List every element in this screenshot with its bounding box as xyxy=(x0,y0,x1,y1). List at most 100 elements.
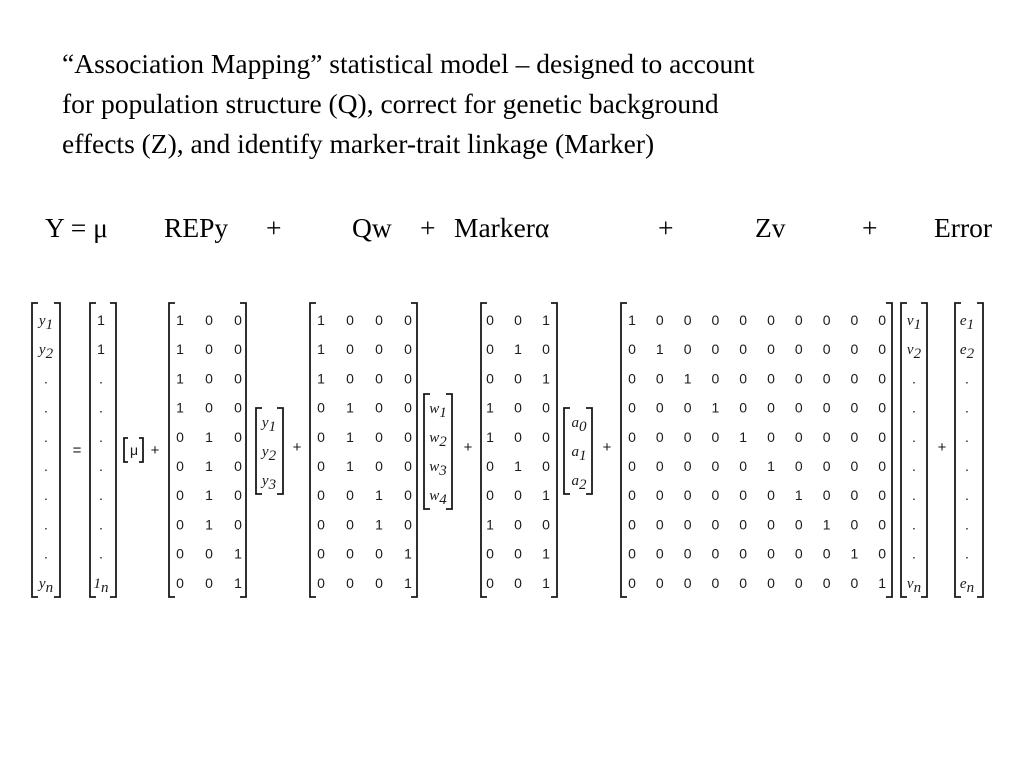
z-matrix-cell: 0 xyxy=(823,400,831,416)
y-vector-entry: y2 xyxy=(37,342,54,362)
z-matrix-right-bracket xyxy=(886,302,893,598)
marker-matrix-cell: 1 xyxy=(542,487,550,503)
z-matrix-cell: 0 xyxy=(656,400,664,416)
label-plus-3: + xyxy=(658,212,674,243)
z-matrix-cell: 0 xyxy=(628,341,636,357)
z-matrix-cell: 0 xyxy=(851,458,859,474)
z-matrix-cell: 0 xyxy=(684,429,692,445)
z-matrix-cell: 0 xyxy=(823,546,831,562)
q-matrix-cell: 0 xyxy=(404,341,412,357)
ones-vector-entry: . xyxy=(99,458,103,474)
z-matrix-cell: 0 xyxy=(851,312,859,328)
q-matrix-cell: 1 xyxy=(317,312,325,328)
ones-vector-left-bracket xyxy=(89,302,96,598)
z-matrix-cell: 0 xyxy=(628,370,636,386)
y-vector-entry: . xyxy=(44,429,48,445)
z-matrix-cell: 0 xyxy=(656,458,664,474)
z-matrix-cell: 0 xyxy=(684,575,692,591)
z-matrix-cell: 1 xyxy=(851,546,859,562)
z-matrix-cell: 0 xyxy=(712,516,720,532)
q-matrix-cell: 1 xyxy=(317,370,325,386)
z-matrix-cell: 0 xyxy=(628,546,636,562)
rep-y-vector-left-bracket xyxy=(255,407,262,495)
marker-matrix-cell: 1 xyxy=(542,546,550,562)
rep-matrix-cell: 0 xyxy=(234,312,242,328)
rep-y-vector-entry: y1 xyxy=(260,415,276,435)
z-matrix-cell: 0 xyxy=(823,370,831,386)
q-matrix-cell: 0 xyxy=(346,575,354,591)
z-matrix-cell: 0 xyxy=(656,370,664,386)
y-vector-entry: . xyxy=(44,487,48,503)
q-matrix-cell: 1 xyxy=(404,575,412,591)
error-vector-entry: . xyxy=(965,458,969,474)
y-vector-entry: . xyxy=(44,370,48,386)
rep-matrix-cell: 1 xyxy=(176,341,184,357)
error-vector-entry: e1 xyxy=(960,313,974,333)
z-matrix-cell: 0 xyxy=(851,400,859,416)
q-matrix-cell: 0 xyxy=(404,370,412,386)
z-matrix-cell: 1 xyxy=(684,370,692,386)
q-matrix-right-bracket xyxy=(411,302,418,598)
ones-vector-entry: 1n xyxy=(94,576,109,596)
y-vector-entry: yn xyxy=(37,576,53,596)
rep-matrix-cell: 0 xyxy=(176,516,184,532)
mu-symbol: μ xyxy=(130,442,138,458)
z-matrix-cell: 0 xyxy=(739,516,747,532)
z-matrix-cell: 0 xyxy=(878,546,886,562)
z-matrix-cell: 0 xyxy=(878,516,886,532)
z-matrix-cell: 0 xyxy=(712,487,720,503)
ones-vector-entry: . xyxy=(99,546,103,562)
w-vector-entry: w3 xyxy=(429,459,447,479)
error-vector-entry: en xyxy=(960,576,974,596)
rep-matrix-cell: 0 xyxy=(205,312,213,328)
z-matrix-cell: 0 xyxy=(684,487,692,503)
y-vector-left-bracket xyxy=(31,302,38,598)
w-vector-entry: w2 xyxy=(429,430,447,450)
z-matrix-cell: 0 xyxy=(739,312,747,328)
error-vector-entry: . xyxy=(965,516,969,532)
q-matrix-cell: 0 xyxy=(346,546,354,562)
label-qw: Qw xyxy=(352,212,392,243)
z-matrix-cell: 0 xyxy=(851,370,859,386)
intro-line-3: effects (Z), and identify marker-trait l… xyxy=(62,128,655,159)
z-matrix-cell: 0 xyxy=(656,575,664,591)
marker-matrix-cell: 1 xyxy=(542,370,550,386)
z-matrix-cell: 0 xyxy=(767,312,775,328)
z-matrix-cell: 0 xyxy=(795,516,803,532)
q-matrix-cell: 1 xyxy=(404,546,412,562)
rep-matrix-cell: 0 xyxy=(176,429,184,445)
ones-vector-entry: . xyxy=(99,429,103,445)
z-matrix-cell: 0 xyxy=(795,546,803,562)
z-matrix-cell: 1 xyxy=(823,516,831,532)
marker-matrix-cell: 0 xyxy=(514,546,522,562)
error-vector-left-bracket xyxy=(954,302,961,598)
q-matrix-cell: 0 xyxy=(404,458,412,474)
rep-y-vector-entry: y3 xyxy=(260,473,276,493)
z-matrix-cell: 0 xyxy=(656,429,664,445)
z-matrix-cell: 0 xyxy=(628,400,636,416)
rep-y-vector-entry: y2 xyxy=(260,444,277,464)
z-matrix-cell: 0 xyxy=(767,429,775,445)
marker-matrix-cell: 0 xyxy=(542,516,550,532)
intro-text: “Association Mapping” statistical model … xyxy=(62,44,962,164)
z-matrix-cell: 0 xyxy=(851,516,859,532)
q-matrix-cell: 1 xyxy=(346,400,354,416)
marker-matrix-cell: 0 xyxy=(514,312,522,328)
q-matrix-cell: 1 xyxy=(346,458,354,474)
z-matrix-cell: 0 xyxy=(795,341,803,357)
z-matrix-cell: 0 xyxy=(684,546,692,562)
z-matrix-cell: 0 xyxy=(878,429,886,445)
plus-sign: + xyxy=(151,442,160,459)
z-matrix-cell: 0 xyxy=(767,370,775,386)
z-matrix-cell: 0 xyxy=(767,400,775,416)
rep-matrix-right-bracket xyxy=(240,302,247,598)
y-vector-right-bracket xyxy=(54,302,61,598)
error-vector-right-bracket xyxy=(977,302,984,598)
q-matrix-cell: 1 xyxy=(317,341,325,357)
z-matrix-cell: 0 xyxy=(795,458,803,474)
v-vector-right-bracket xyxy=(921,302,928,598)
ones-vector-entry: . xyxy=(99,400,103,416)
marker-matrix-cell: 0 xyxy=(514,429,522,445)
rep-matrix-cell: 0 xyxy=(205,400,213,416)
